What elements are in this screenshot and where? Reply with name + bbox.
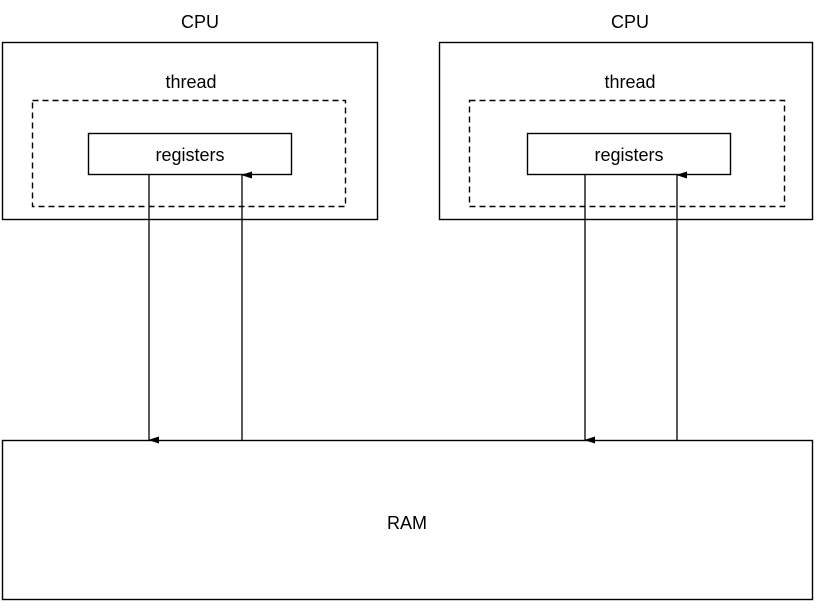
cpu-right-registers-label: registers: [594, 145, 664, 165]
ram-box: [1, 439, 814, 601]
cpu-left-registers-label: registers: [155, 145, 225, 165]
cpu-right-thread-label: thread: [604, 72, 656, 92]
cpu-left-thread-box: [31, 99, 347, 208]
cpu-left-registers-box: [87, 132, 293, 176]
cpu-right-box: [438, 41, 814, 221]
cpu-right-label: CPU: [610, 12, 649, 32]
cpu-left-thread-label: thread: [165, 72, 217, 92]
cpu-left-box: [1, 41, 379, 221]
cpu-left-label: CPU: [180, 12, 219, 32]
cpu-right-registers-box: [526, 132, 732, 176]
ram-label: RAM: [387, 513, 427, 533]
